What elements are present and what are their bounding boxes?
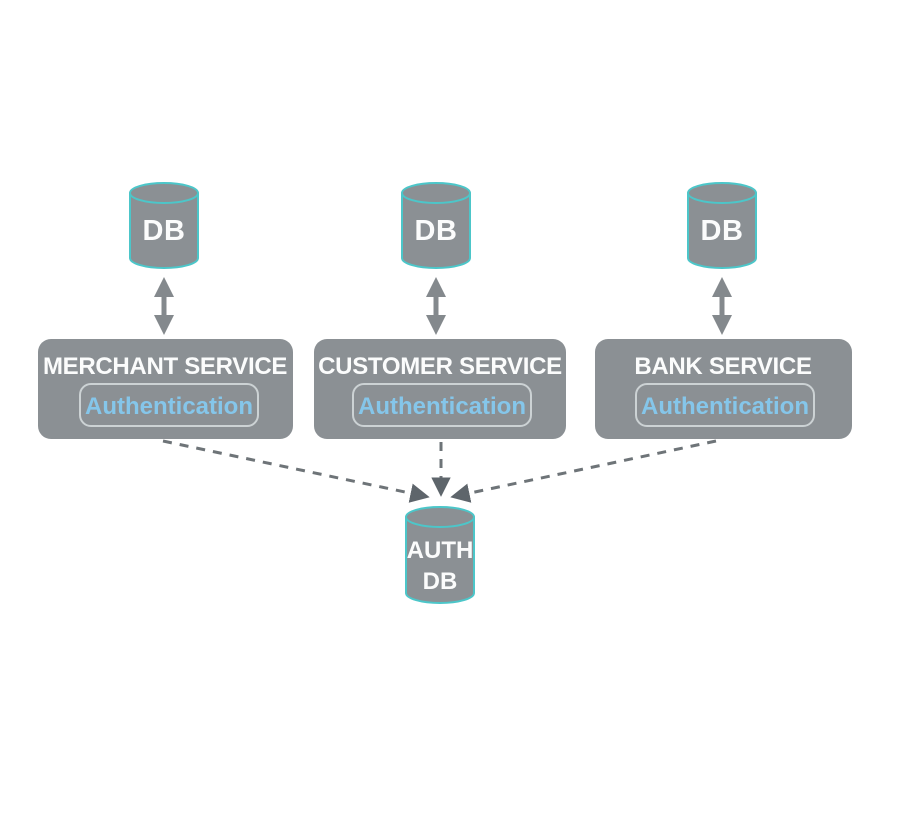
authentication-badge-label: Authentication	[641, 393, 809, 420]
service-box	[38, 339, 293, 439]
service-title: CUSTOMER SERVICE	[318, 353, 562, 380]
db-cylinder-top	[687, 182, 757, 204]
service-node-merchant: MERCHANT SERVICE Authentication	[38, 339, 293, 439]
db-cylinder-body	[129, 193, 199, 269]
db-node-merchant: DB	[129, 182, 199, 269]
service-box	[314, 339, 566, 439]
service-title: BANK SERVICE	[634, 353, 812, 380]
authentication-badge-border	[635, 383, 815, 427]
auth-db-label-line2: DB	[423, 568, 458, 595]
service-title: MERCHANT SERVICE	[43, 353, 287, 380]
authentication-badge-border	[79, 383, 259, 427]
authentication-badge-label: Authentication	[358, 393, 526, 420]
db-label: DB	[415, 215, 458, 247]
db-label: DB	[701, 215, 744, 247]
db-cylinder-top	[401, 182, 471, 204]
db-node-bank: DB	[687, 182, 757, 269]
service-node-customer: CUSTOMER SERVICE Authentication	[314, 339, 566, 439]
auth-db-cylinder-body	[405, 517, 475, 604]
service-node-bank: BANK SERVICE Authentication	[595, 339, 852, 439]
auth-db-node: AUTH DB	[405, 506, 475, 604]
db-cylinder-body	[687, 193, 757, 269]
authentication-badge-label: Authentication	[85, 393, 253, 420]
db-label: DB	[143, 215, 186, 247]
auth-db-cylinder-top	[405, 506, 475, 528]
dashed-connector-merchant-authdb	[162, 439, 430, 503]
dashed-connector-bank-authdb	[450, 439, 717, 503]
db-cylinder-top	[129, 182, 199, 204]
auth-db-label-line1: AUTH	[407, 537, 474, 564]
service-box	[595, 339, 852, 439]
authentication-badge-border	[352, 383, 532, 427]
db-cylinder-body	[401, 193, 471, 269]
db-node-customer: DB	[401, 182, 471, 269]
